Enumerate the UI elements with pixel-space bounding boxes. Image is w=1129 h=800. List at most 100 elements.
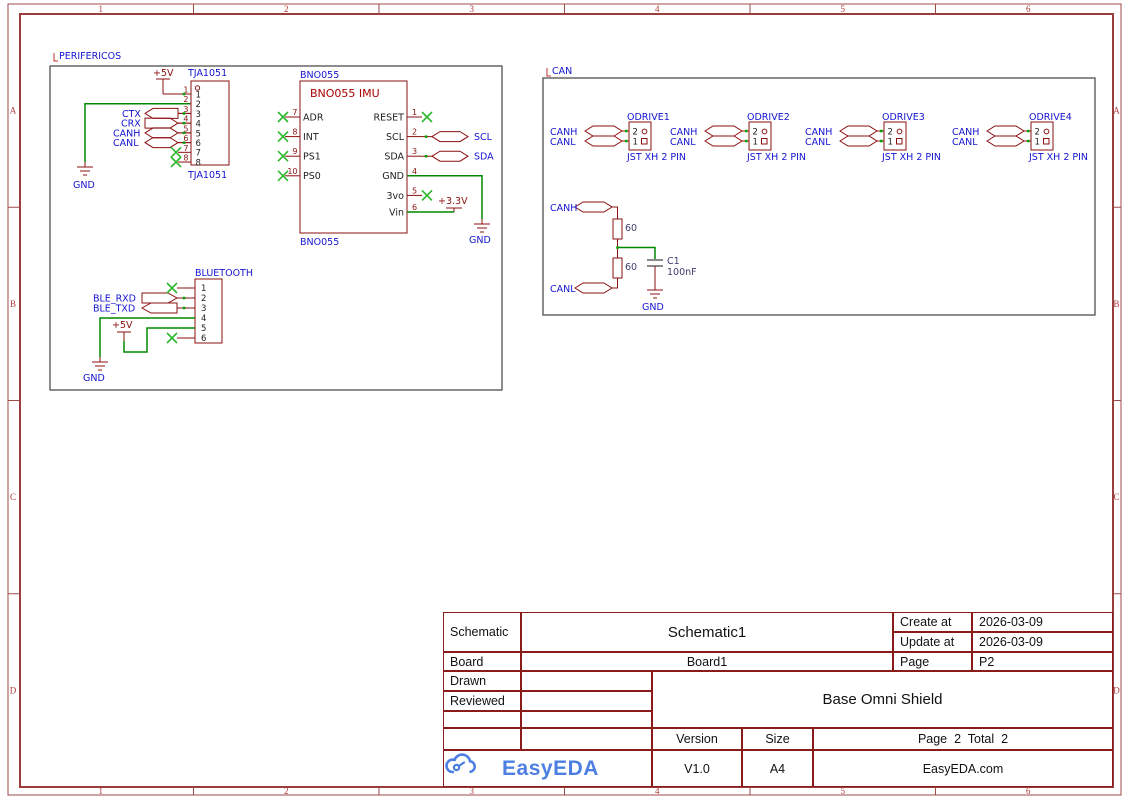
net-label-canl: CANL: [550, 284, 576, 295]
pin-number: 7: [183, 144, 188, 153]
gnd-label: GND: [469, 235, 491, 246]
power-flag-33v[interactable]: [446, 207, 462, 212]
power-flag-5v[interactable]: [156, 78, 191, 95]
tja1051-ref: TJA1051: [187, 68, 227, 79]
update-at-label: Update at: [893, 632, 972, 652]
bno055-ref: BNO055: [300, 70, 339, 81]
pin-number: 7: [292, 108, 297, 117]
resistor-r1: [612, 218, 623, 240]
wire-gnd[interactable]: [99, 317, 195, 357]
net-label-ctx: CTX: [122, 109, 141, 120]
can-termination[interactable]: CANH CANL 60 60 C1 100nF GND: [550, 201, 697, 313]
connector-ref: ODRIVE3: [882, 112, 925, 123]
wire-5v[interactable]: [123, 327, 195, 353]
ruler-col-label: 1: [99, 4, 104, 14]
junction-dot: [182, 92, 186, 96]
ruler-row-label: B: [10, 299, 16, 309]
resistor-r2: [612, 257, 623, 279]
capacitor-c1[interactable]: [647, 259, 663, 285]
ruler-col-label: 6: [1026, 4, 1031, 14]
size-value: A4: [742, 750, 813, 787]
pin-name: 2: [633, 128, 638, 138]
sheet-frame: [7, 3, 1122, 796]
no-connect-icon: [277, 150, 289, 162]
pin-name: 2: [196, 100, 201, 110]
junction-dot: [182, 121, 186, 125]
net-flags-i2c[interactable]: [422, 131, 469, 162]
drawn-label: Drawn: [443, 671, 521, 691]
pin-number: 4: [412, 167, 417, 176]
ruler-row-label: D: [1113, 685, 1120, 695]
ruler-row-label: A: [10, 106, 17, 116]
net-label-ble-rxd: BLE_RXD: [93, 294, 136, 305]
gnd-symbol[interactable]: [77, 162, 93, 176]
net-label-canh: CANH: [550, 203, 577, 214]
net-label-canl: CANL: [952, 137, 978, 148]
junction-dot: [182, 131, 186, 135]
pin-name: 3: [201, 304, 206, 314]
tja1051-ref-bottom: TJA1051: [187, 170, 227, 181]
net-label-canl: CANL: [550, 137, 576, 148]
gnd-symbol[interactable]: [647, 285, 663, 299]
connector-footprint: JST XH 2 PIN: [626, 152, 686, 163]
group-can[interactable]: CAN: [542, 66, 1096, 316]
no-connect-icon: [170, 146, 182, 158]
page-value: P2: [972, 652, 1113, 671]
wire-gnd[interactable]: [407, 175, 483, 219]
no-connect-icon: [166, 282, 178, 294]
net-label-canh: CANH: [550, 127, 577, 138]
wire-junction[interactable]: [617, 246, 656, 260]
bluetooth-ref: BLUETOOTH: [195, 268, 253, 279]
wire-gnd[interactable]: [84, 102, 190, 162]
connector-footprint: JST XH 2 PIN: [746, 152, 806, 163]
net-label-canh: CANH: [113, 128, 140, 139]
reviewed-value: [521, 691, 652, 711]
brand-name: EasyEDA: [502, 756, 599, 780]
board-label: Board: [443, 652, 521, 671]
pin-name: 3: [196, 110, 201, 120]
net-label-crx: CRX: [121, 119, 141, 130]
pin-name: 1: [196, 90, 201, 100]
group-perifericos[interactable]: PERIFERICOS: [49, 51, 503, 391]
schematic-value: Schematic1: [521, 612, 893, 652]
easyeda-cloud-icon: [445, 753, 476, 774]
pin-name: 1: [888, 138, 893, 148]
no-connect-icon: [170, 156, 182, 168]
ruler-col-label: 5: [841, 786, 846, 796]
size-label: Size: [742, 728, 813, 750]
drawn-value: [521, 671, 652, 691]
ruler-row-label: A: [1113, 106, 1120, 116]
pin-name: 8: [196, 158, 201, 168]
pin-name: 5: [201, 324, 206, 334]
connector-ref: ODRIVE1: [627, 112, 670, 123]
pin-name: 4: [196, 120, 201, 130]
junction-dot: [616, 246, 619, 249]
sheet-title: Base Omni Shield: [652, 671, 1113, 728]
power-flag-5v[interactable]: [117, 331, 131, 341]
net-label-canl: CANL: [805, 137, 831, 148]
power-33v-label: +3.3V: [438, 196, 468, 207]
net-label-ble-txd: BLE_TXD: [93, 304, 135, 315]
gnd-symbol[interactable]: [474, 219, 490, 233]
pin-number: 8: [183, 154, 188, 163]
net-flags-ble[interactable]: [140, 292, 179, 314]
gnd-symbol[interactable]: [92, 357, 108, 371]
junction-dot: [182, 296, 186, 300]
net-label-sda: SDA: [474, 152, 494, 163]
pin-name: GND: [382, 171, 404, 182]
pin-name: PS1: [303, 152, 321, 163]
junction-dots: [182, 92, 619, 310]
pin-name: ADR: [303, 112, 324, 123]
